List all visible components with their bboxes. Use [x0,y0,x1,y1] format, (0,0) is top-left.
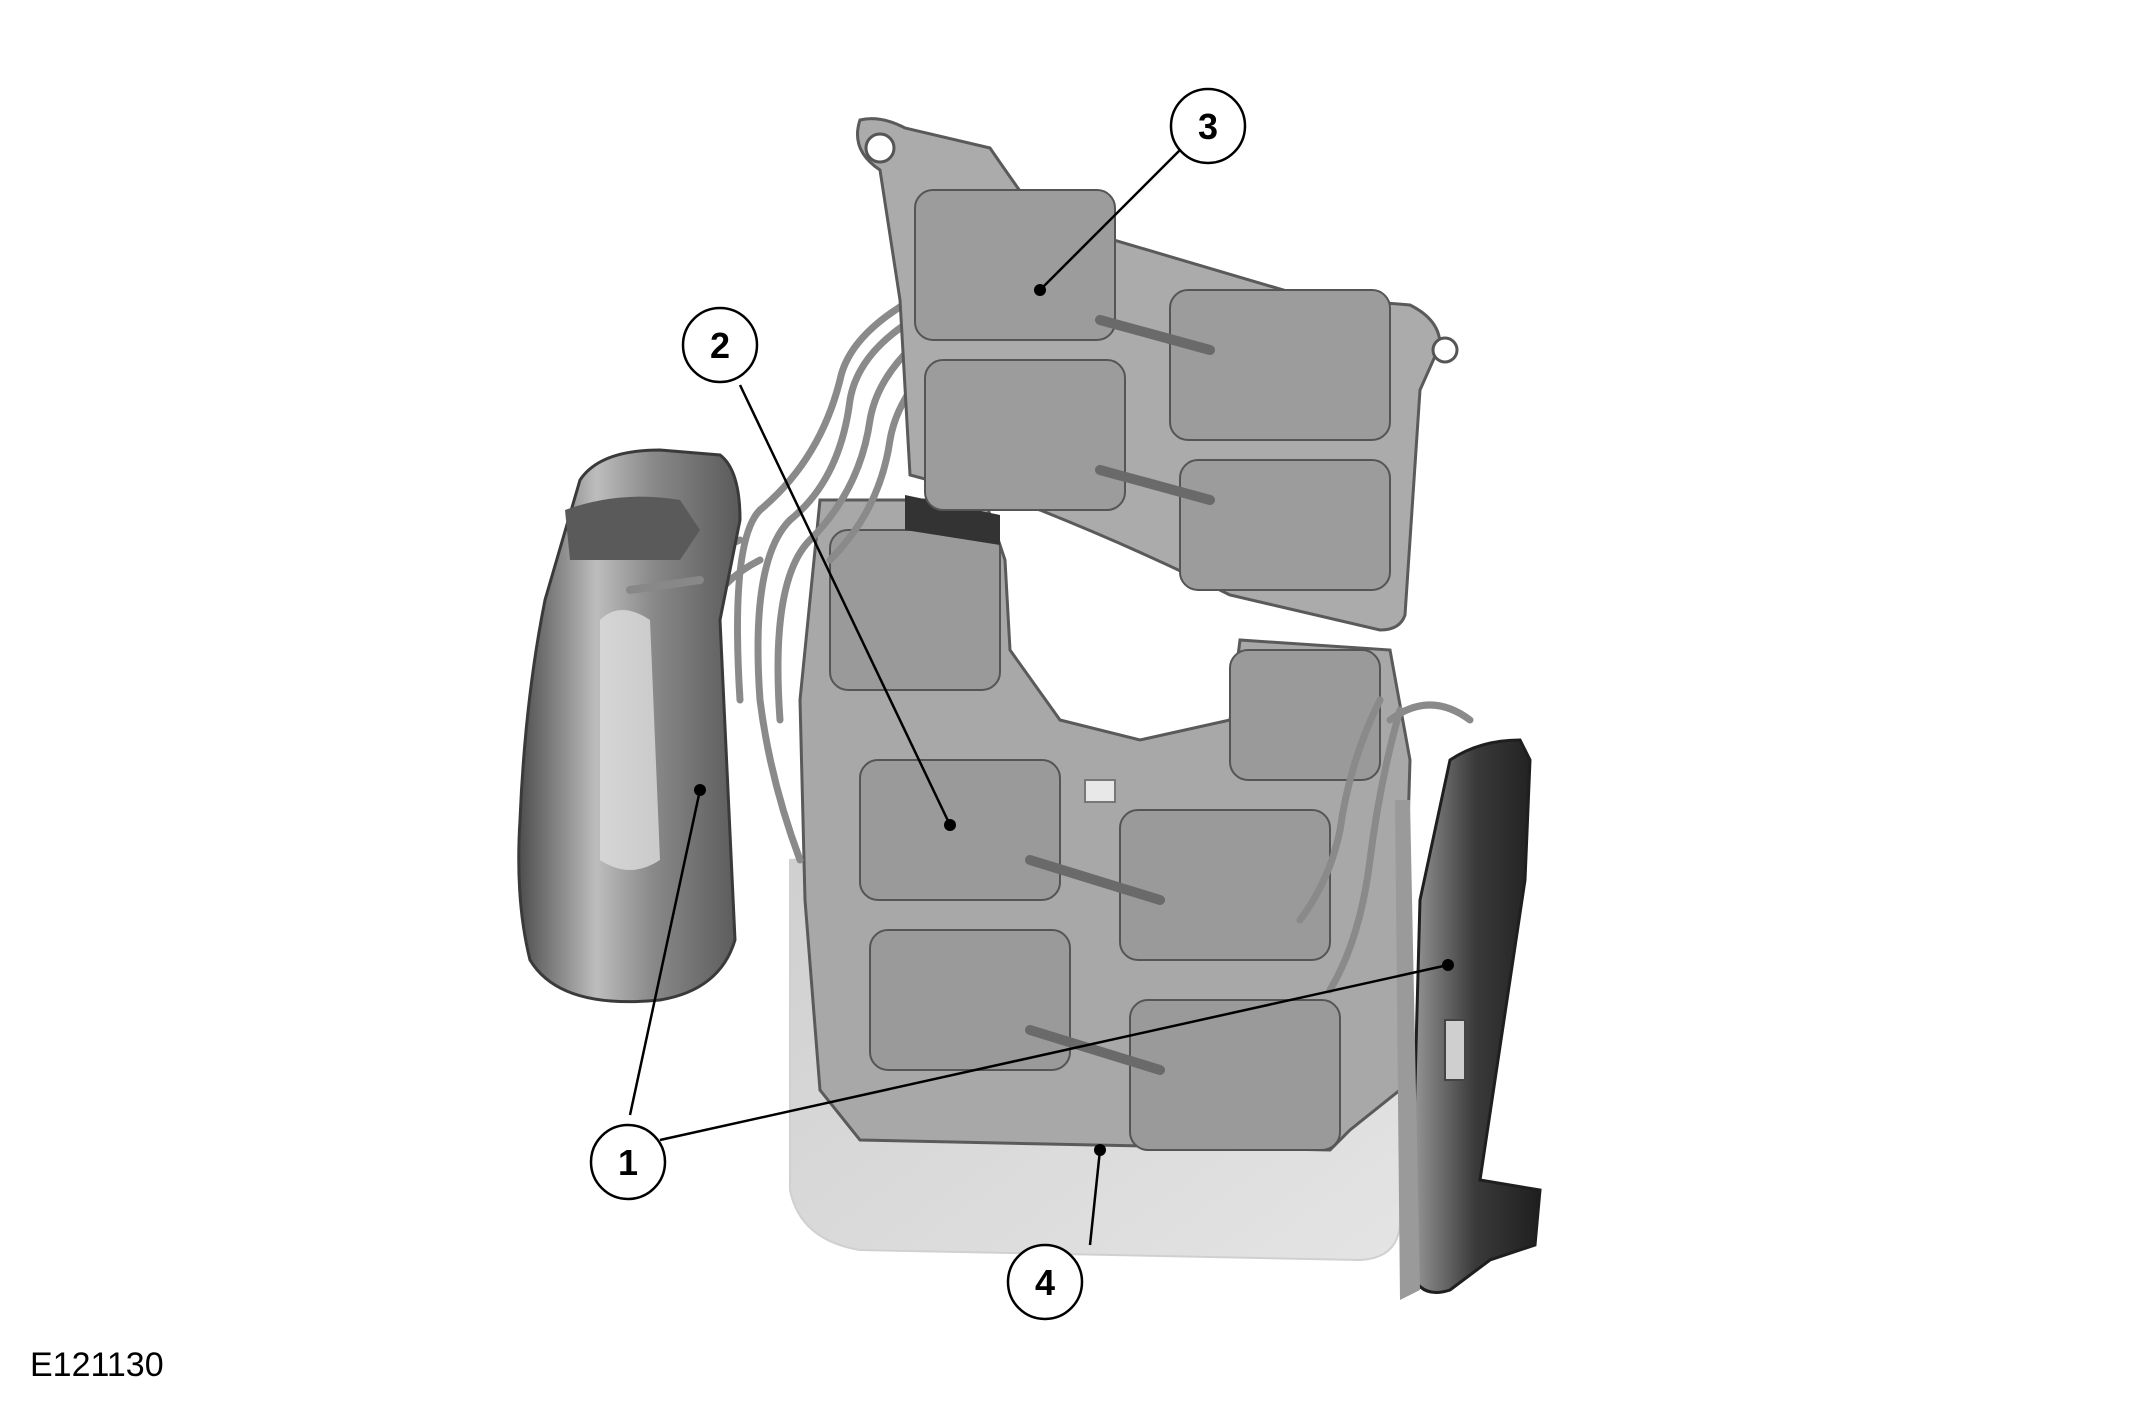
svg-text:1: 1 [618,1142,638,1183]
figure-id: E121130 [30,1346,164,1384]
callout-1: 1 [589,1123,667,1201]
leader-line-4 [1088,1149,1102,1246]
svg-text:4: 4 [1035,1262,1055,1303]
left-bolster-heater [517,448,742,1004]
wiring-harness [636,286,1474,994]
leader-dots [694,284,1454,1156]
callout-2: 2 [681,306,759,384]
lower-heater-mat [798,495,1412,1152]
svg-text:2: 2 [710,325,730,366]
svg-text:3: 3 [1198,106,1218,147]
leader-line-2 [738,384,952,826]
upper-heater-mat [856,117,1459,632]
leader-lines [628,149,1449,1246]
callout-4: 4 [1006,1243,1084,1321]
leader-line-1b [659,963,1449,1142]
leader-line-3 [1039,149,1181,291]
callout-3: 3 [1169,87,1247,165]
leader-line-1a [628,789,702,1116]
right-bolster-heater [1395,738,1542,1300]
